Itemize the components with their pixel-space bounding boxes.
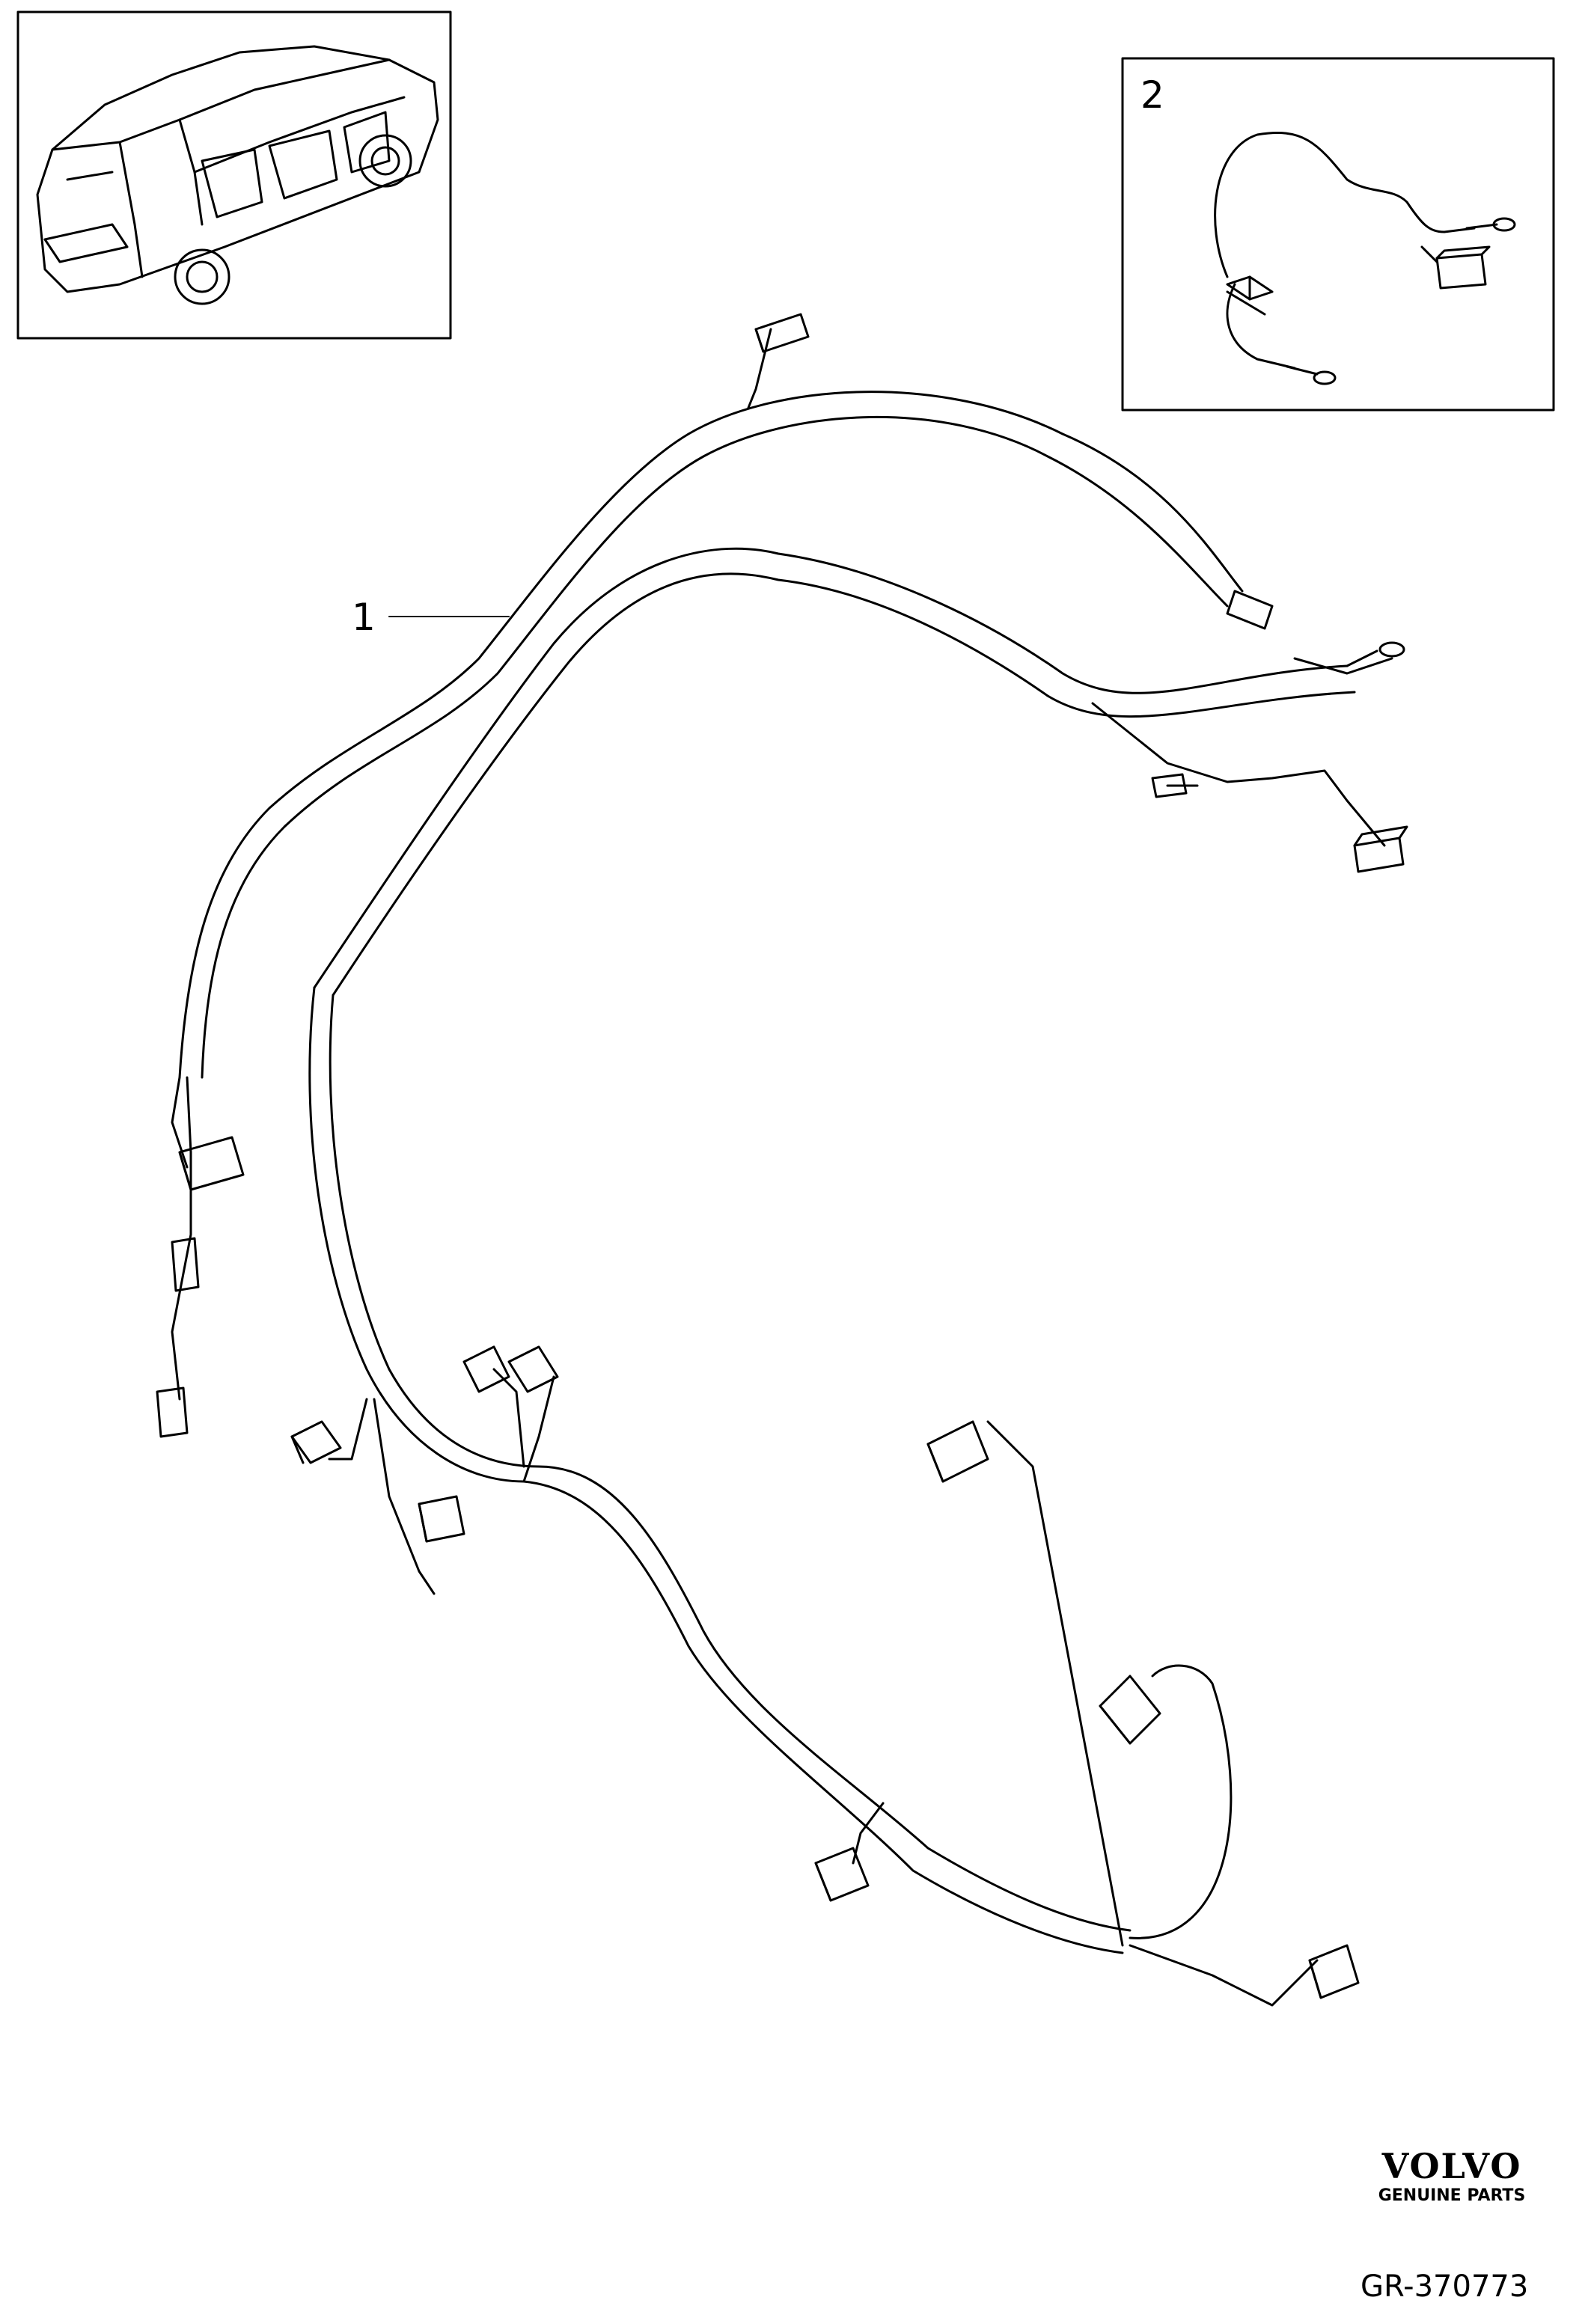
harness-second-outer [313,547,1349,989]
harness-trunk-outer [178,391,1244,1079]
harness-trunk-inner [201,415,1229,1079]
main-harness [171,328,1393,2007]
ring-terminal-icon [1286,365,1337,385]
connector-icon [1308,1944,1360,1999]
brand-tagline: GENUINE PARTS [1378,2186,1526,2205]
connector-icon [171,1237,200,1292]
item-2-inset [1121,57,1555,412]
ring-terminal-icon [1346,641,1405,667]
harness-lower-inner [329,994,1132,1932]
car-overview-inset [16,10,452,340]
connector-icon [814,1847,870,1902]
connector-icon [507,1345,559,1393]
connector-icon [1099,1675,1161,1745]
connector-icon [1226,590,1274,630]
connector-icon [1435,245,1491,290]
connector-icon [462,1345,510,1393]
callout-1: 1 [352,596,376,639]
brand-logo: VOLVO GENUINE PARTS [1340,2149,1564,2204]
connector-icon [1353,825,1408,873]
wire-harness-icon [1214,132,1476,370]
connector-icon [178,1136,245,1191]
connector-icon [754,313,810,353]
car-overview-icon [36,45,439,305]
brand-name: VOLVO [1381,2146,1522,2186]
connector-icon [926,1420,989,1483]
connector-icon [418,1495,465,1543]
connector-icon [290,1420,342,1464]
connector-icon [1151,773,1188,798]
harness-lower-outer [308,986,1124,1954]
ring-terminal-icon [1465,217,1516,232]
harness-second-inner [332,572,1356,997]
connector-icon [156,1386,189,1438]
connector-icon [1226,275,1274,301]
reference-code: GR-370773 [1361,2269,1529,2304]
callout-2: 2 [1140,73,1164,117]
